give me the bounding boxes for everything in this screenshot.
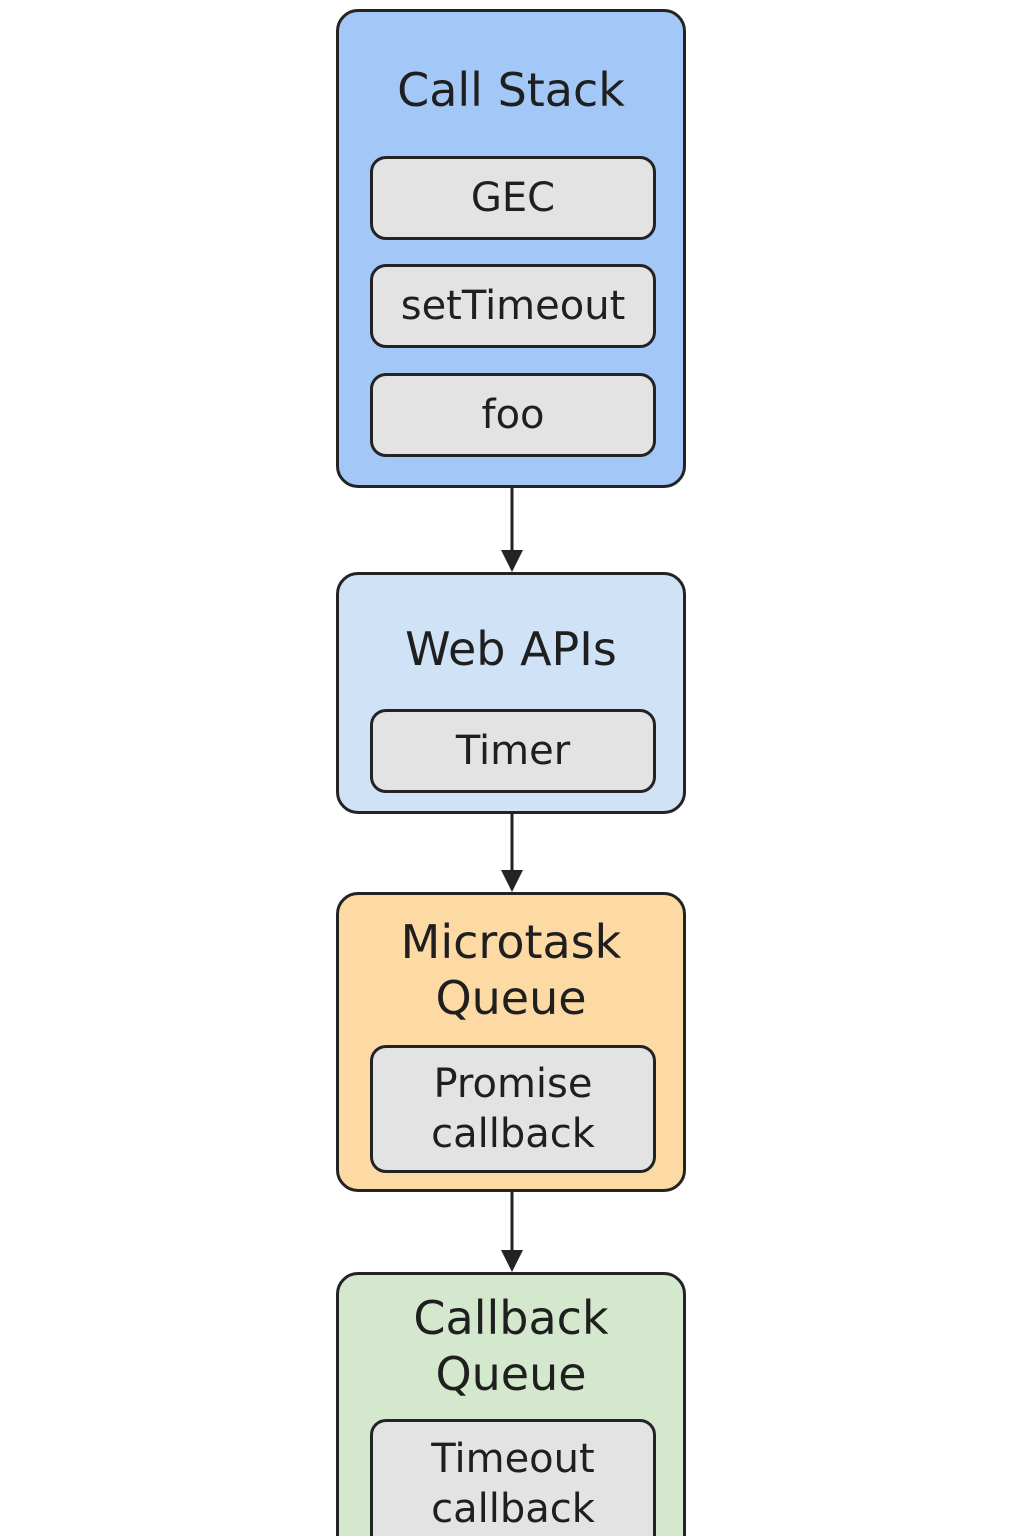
arrow-webapis-to-microtask: [501, 814, 523, 892]
call-stack-item-foo: foo: [370, 373, 656, 457]
web-apis-box: Web APIs Timer: [336, 572, 686, 814]
call-stack-item-gec: GEC: [370, 156, 656, 240]
call-stack-item-settimeout: setTimeout: [370, 264, 656, 348]
callback-queue-box: Callback Queue Timeout callback: [336, 1272, 686, 1536]
arrow-microtask-to-callback: [501, 1192, 523, 1272]
call-stack-box: Call Stack GEC setTimeout foo: [336, 9, 686, 488]
call-stack-title: Call Stack: [397, 63, 625, 117]
web-apis-item-timer: Timer: [370, 709, 656, 793]
microtask-queue-box: Microtask Queue Promise callback: [336, 892, 686, 1192]
arrow-callstack-to-webapis: [501, 488, 523, 572]
callback-queue-title: Callback Queue: [413, 1291, 609, 1401]
web-apis-title: Web APIs: [405, 622, 617, 676]
microtask-queue-title: Microtask Queue: [400, 915, 622, 1025]
microtask-queue-item-promise-callback: Promise callback: [370, 1045, 656, 1173]
callback-queue-item-timeout-callback: Timeout callback: [370, 1419, 656, 1536]
